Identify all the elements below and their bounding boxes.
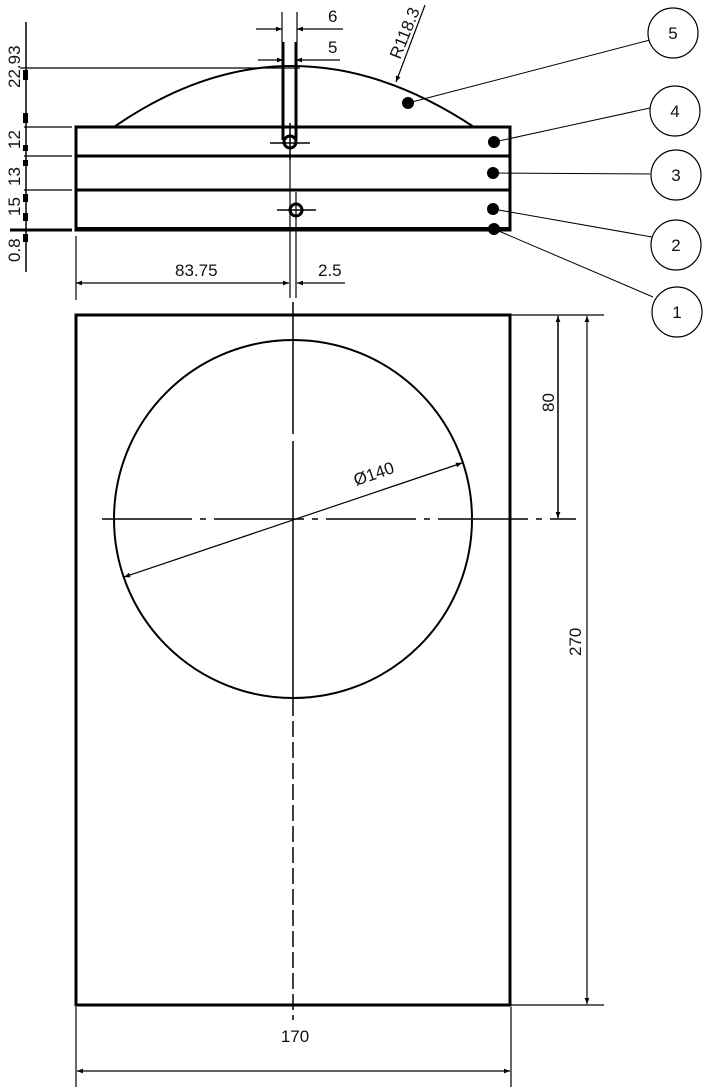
balloon-2 xyxy=(650,219,702,271)
dim-radius: R118.3 xyxy=(386,5,424,62)
dim-layer-4: 12 xyxy=(5,130,24,149)
balloon-4 xyxy=(649,85,701,137)
dim-slot-inner: 5 xyxy=(328,38,337,57)
dim-slot-half-offset: 2.5 xyxy=(318,261,342,280)
leader-4 xyxy=(493,107,651,143)
leader-1 xyxy=(493,228,654,298)
leader-3 xyxy=(492,172,651,175)
dim-arc-height: 22.93 xyxy=(5,45,24,88)
balloons: 5 4 3 2 1 xyxy=(402,7,703,338)
dim-diameter-line xyxy=(123,462,463,578)
stack-arrowheads xyxy=(23,70,28,242)
arc-cap-outline xyxy=(113,65,475,128)
balloon-5 xyxy=(647,7,699,59)
dim-layer-3: 13 xyxy=(5,167,24,186)
dim-offset-to-slot: 83.75 xyxy=(175,261,218,280)
balloon-3-label: 3 xyxy=(671,166,680,185)
dim-layer-2: 15 xyxy=(5,197,24,216)
balloon-1-label: 1 xyxy=(672,303,681,322)
dim-hole-center-from-top: 80 xyxy=(539,393,558,412)
balloon-5-label: 5 xyxy=(668,24,677,43)
dim-hole-diameter: Ø140 xyxy=(351,458,397,490)
leader-5 xyxy=(407,39,651,104)
dim-width: 170 xyxy=(281,1027,309,1046)
dim-radius-leader xyxy=(395,4,426,83)
front-view: Ø140 80 270 170 xyxy=(74,302,604,1087)
balloon-4-label: 4 xyxy=(670,102,679,121)
dim-slot-outer: 6 xyxy=(328,7,337,26)
dim-layer-1: 0.8 xyxy=(5,238,24,262)
dim-height: 270 xyxy=(566,628,585,656)
balloon-2-label: 2 xyxy=(671,236,680,255)
side-view: 6 5 R118.3 22.93 12 13 15 0.8 83.75 2.5 xyxy=(5,4,512,300)
balloon-3 xyxy=(650,149,702,201)
leader-2 xyxy=(492,208,653,238)
balloon-1 xyxy=(651,286,703,338)
